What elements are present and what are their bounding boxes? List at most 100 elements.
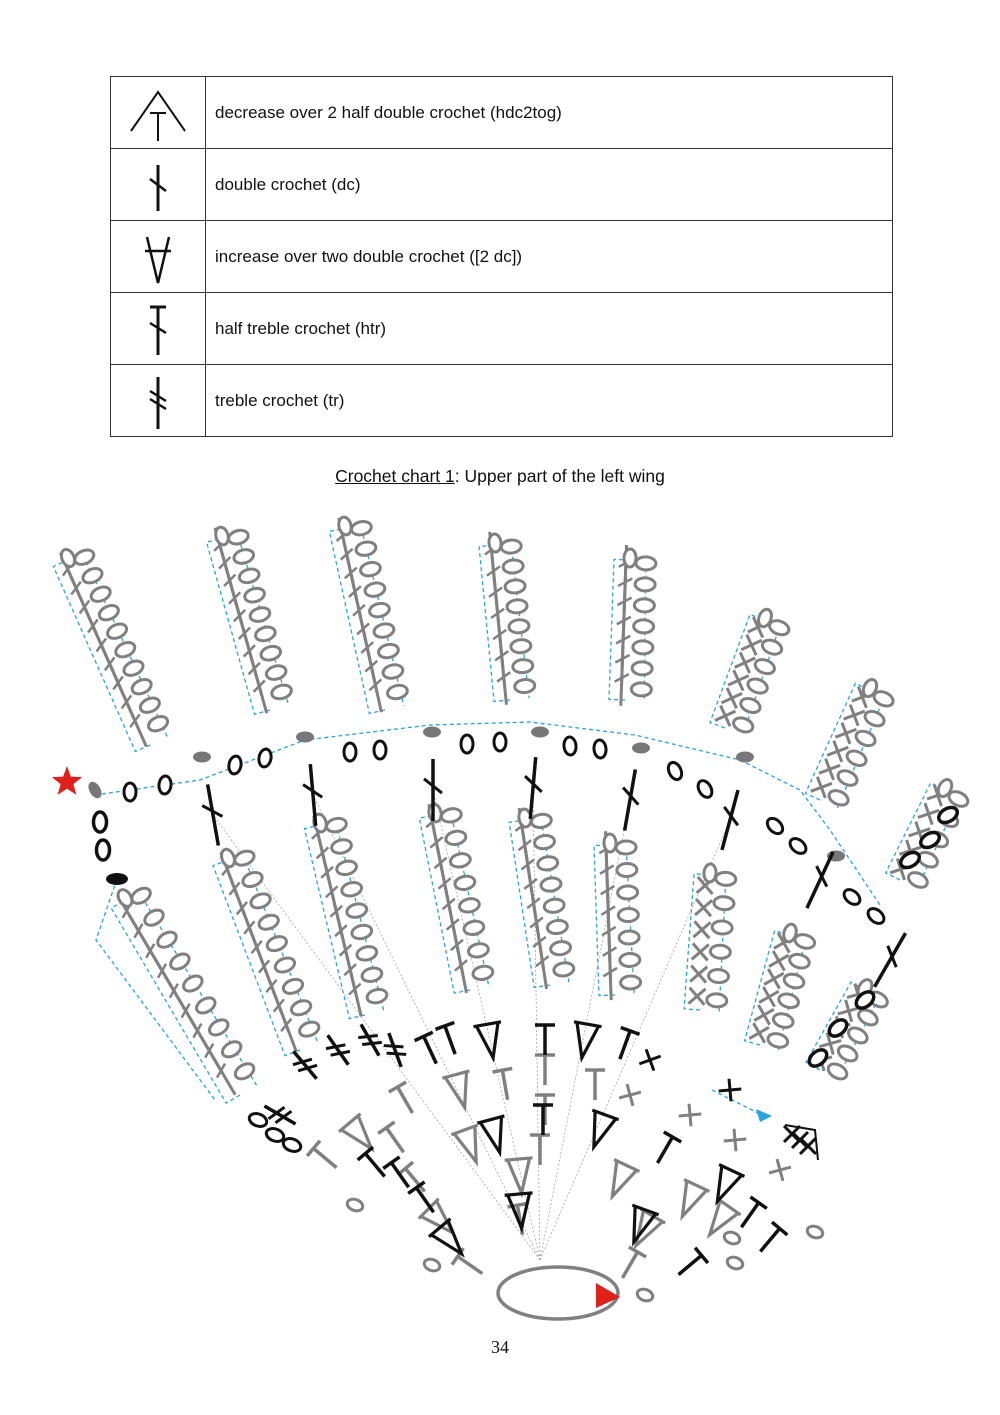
chain-stitch (249, 892, 272, 910)
hdc-stitch (655, 1130, 683, 1164)
page-number: 34 (491, 1337, 509, 1357)
sc-stitch (723, 1128, 747, 1152)
chain-stitch (467, 942, 490, 959)
sc-stitch (818, 1032, 842, 1055)
chain-stitch (368, 601, 391, 619)
chain-stitch (359, 560, 382, 578)
legend-symbol-cell (110, 364, 206, 437)
chain-stitch (707, 968, 731, 985)
chain-stitch (337, 515, 353, 537)
hdc-stitch (618, 1025, 641, 1060)
chain-stitch (710, 919, 734, 936)
chain-stitch (777, 992, 800, 1010)
sc-stitch (678, 1103, 702, 1127)
dc-stitch (201, 784, 224, 846)
legend-symbol-cell (110, 76, 206, 149)
chain-stitch (807, 1048, 829, 1068)
sc-stitch (638, 1048, 662, 1072)
chain-stitch (545, 918, 569, 936)
chain-stitch (592, 738, 608, 760)
tr-stitch (325, 1034, 351, 1066)
chain-stitch (169, 952, 191, 971)
chain-stitch (325, 816, 348, 834)
chain-stitch (536, 855, 560, 872)
chain-stitch (854, 990, 876, 1010)
chain-stitch (632, 618, 656, 635)
chain-stitch (542, 897, 566, 914)
sc-stitch (714, 704, 737, 727)
chain-stitch (631, 639, 655, 656)
slip-stitch (88, 781, 102, 799)
chain-stitch (616, 884, 640, 901)
tr-stitch (383, 1032, 407, 1068)
chain-stitch (259, 644, 283, 662)
sc-stitch (727, 669, 750, 692)
chain-stitch (227, 528, 250, 546)
chain-stitch (725, 1255, 745, 1271)
hdc-stitch (620, 1245, 648, 1279)
chain-stitch (345, 902, 369, 919)
hdc2tog-icon (130, 89, 186, 141)
chain-stitch (130, 678, 153, 696)
chain-stitch (487, 532, 503, 554)
tr-stitch (358, 1023, 382, 1057)
chain-stitch (330, 838, 353, 855)
chain-stitch (345, 1197, 365, 1213)
hdc-stitch (677, 1246, 710, 1276)
hdc-stitch (535, 1093, 555, 1125)
chain-stitch (458, 897, 481, 914)
legend-row: half treble crochet (htr) (110, 292, 893, 365)
slip-stitch (632, 742, 650, 754)
chain-stitch (453, 874, 477, 892)
chain-stitch (836, 769, 859, 787)
chain-stitch (836, 1044, 859, 1063)
chain-stitch (59, 547, 77, 569)
chain-stitch (237, 567, 261, 585)
chain-stitch (386, 683, 409, 701)
tr-icon (149, 376, 167, 429)
sc-stitch (692, 920, 712, 940)
legend-row: increase over two double crochet ([2 dc]… (110, 220, 893, 293)
hdc-stitch (507, 1201, 528, 1236)
chain-stitch (827, 789, 850, 807)
chain-stitch (281, 1137, 303, 1153)
tr-stitch (263, 1104, 297, 1126)
caption-label: Crochet chart 1 (335, 466, 455, 486)
legend-row: decrease over 2 half double crochet (hdc… (110, 76, 893, 149)
sc-stitch (810, 776, 833, 799)
chain-stitch (138, 696, 161, 714)
chain-stitch (381, 663, 405, 680)
hdc-stitch (450, 1247, 484, 1276)
chain-stitch (377, 642, 400, 660)
chain-stitch (630, 660, 654, 677)
chain-stitch (270, 683, 293, 701)
sc-stitch (618, 1083, 642, 1107)
chain-stitch (81, 567, 104, 585)
chain-stitch (273, 956, 297, 974)
chain-stitch (254, 625, 277, 643)
chart-stitches (51, 515, 970, 1321)
hdc-stitch (533, 1103, 553, 1135)
increase-stitch (591, 1108, 620, 1152)
chain-stitch (507, 618, 531, 635)
chain-stitch (354, 540, 378, 557)
chain-stitch (220, 847, 236, 869)
chain-stitch (936, 805, 959, 825)
legend-label: treble crochet (tr) (205, 364, 893, 437)
chain-stitch (635, 1287, 655, 1303)
chain-stitch (760, 638, 784, 656)
increase-stitch (706, 1197, 742, 1240)
chain-stitch (898, 850, 921, 870)
chain-stitch (264, 1127, 286, 1143)
increase-stitch (715, 1163, 746, 1207)
chain-stitch (143, 908, 165, 927)
increase-stitch (337, 1112, 375, 1153)
chain-stitch (499, 538, 523, 555)
tr-stitch (292, 1050, 318, 1080)
sc-stitch (687, 986, 707, 1006)
sc-stitch (763, 968, 785, 990)
chain-stitch (788, 952, 811, 970)
chain-stitch (614, 839, 638, 856)
chain-stitch (782, 972, 806, 990)
chain-stitch (207, 1018, 230, 1037)
